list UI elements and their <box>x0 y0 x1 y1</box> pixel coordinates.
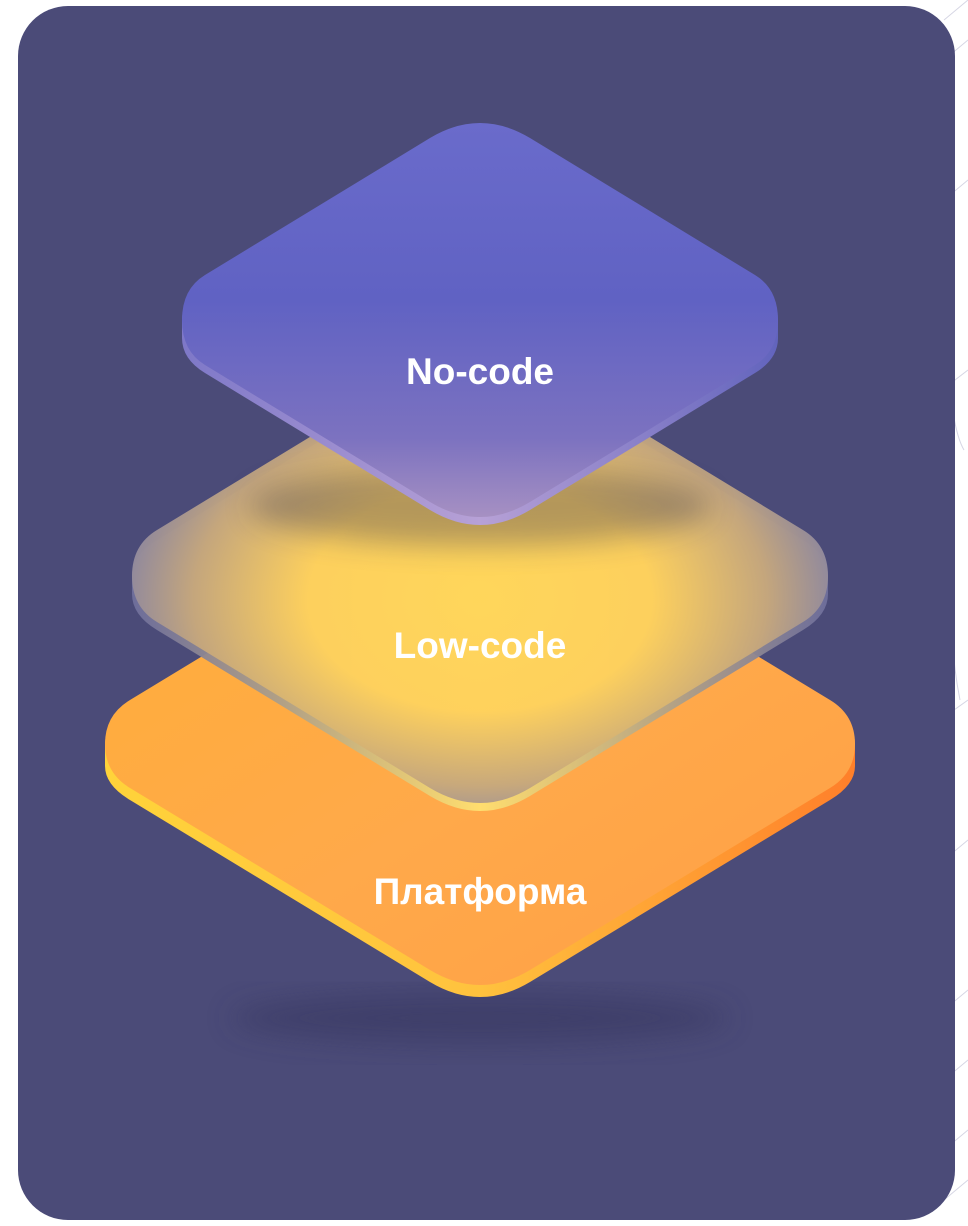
no-code-layer-top <box>182 123 778 517</box>
no-code-label: No-code <box>406 351 554 392</box>
low-code-layer <box>132 349 828 811</box>
layers-card: No-code Low-code Платформа <box>18 6 955 1220</box>
no-code-layer <box>182 123 778 546</box>
low-code-layer-top <box>132 349 828 803</box>
low-code-label: Low-code <box>394 625 567 666</box>
layers-diagram: No-code Low-code Платформа <box>18 6 955 1220</box>
platform-label: Платформа <box>374 871 587 912</box>
